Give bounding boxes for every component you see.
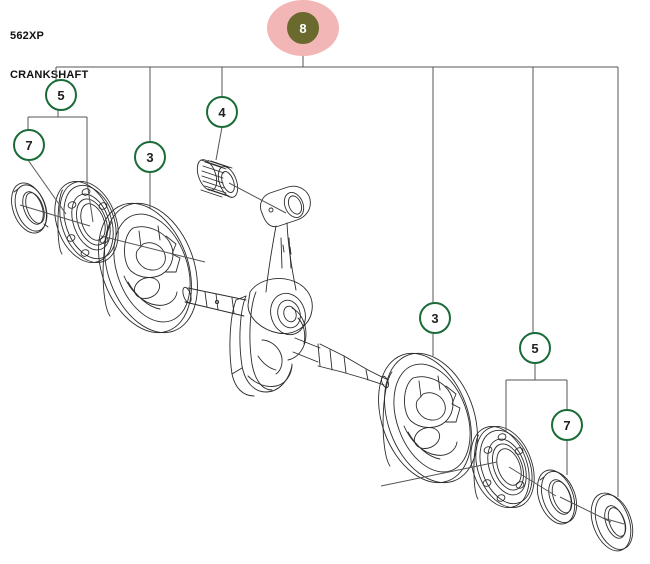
part-ball-bearing-left [54,181,119,263]
part-oil-seal-left [11,182,49,234]
pointer-7-left [27,159,67,215]
callout-3-right-label: 3 [431,311,438,326]
callout-7-right[interactable]: 7 [551,409,583,441]
pointer-5-right-tip [508,466,557,497]
pointer-7-left-tip [19,204,91,227]
part-needle-cage-bearing [196,159,239,198]
pointer-4 [215,126,223,161]
part-ball-bearing-right [470,426,535,508]
callout-5-left-label: 5 [57,88,64,103]
part-crankshaft-assembly [182,278,389,397]
callout-4-label: 4 [218,105,226,120]
title-block: 562XP CRANKSHAFT [10,4,88,108]
callout-7-right-label: 7 [563,418,570,433]
callout-8-label: 8 [299,21,306,36]
pointer-7-right-tip [559,496,612,523]
part-connecting-rod [259,185,311,293]
part-oil-seal-right [536,469,578,525]
callout-5-right[interactable]: 5 [519,332,551,364]
callout-5-right-label: 5 [531,341,538,356]
pointer-washer-right [602,517,625,525]
pointer-4-tip [228,182,287,214]
callout-8[interactable]: 8 [287,12,319,44]
model-title: 562XP [10,30,45,42]
callout-3-right[interactable]: 3 [419,302,451,334]
part-shim-washer-right [590,492,634,552]
part-crank-web-left [98,202,198,334]
pointer-3-left-tip [100,235,206,263]
callout-3-left[interactable]: 3 [134,141,166,173]
pointer-3-right-tip [380,461,498,487]
callout-5-left[interactable]: 5 [45,79,77,111]
callout-3-left-label: 3 [146,150,153,165]
pointer-5-left [86,181,94,223]
callout-7-left-label: 7 [25,138,32,153]
callout-4[interactable]: 4 [206,96,238,128]
part-crank-web-right [378,352,478,484]
section-title: CRANKSHAFT [10,69,89,81]
callout-7-left[interactable]: 7 [13,129,45,161]
